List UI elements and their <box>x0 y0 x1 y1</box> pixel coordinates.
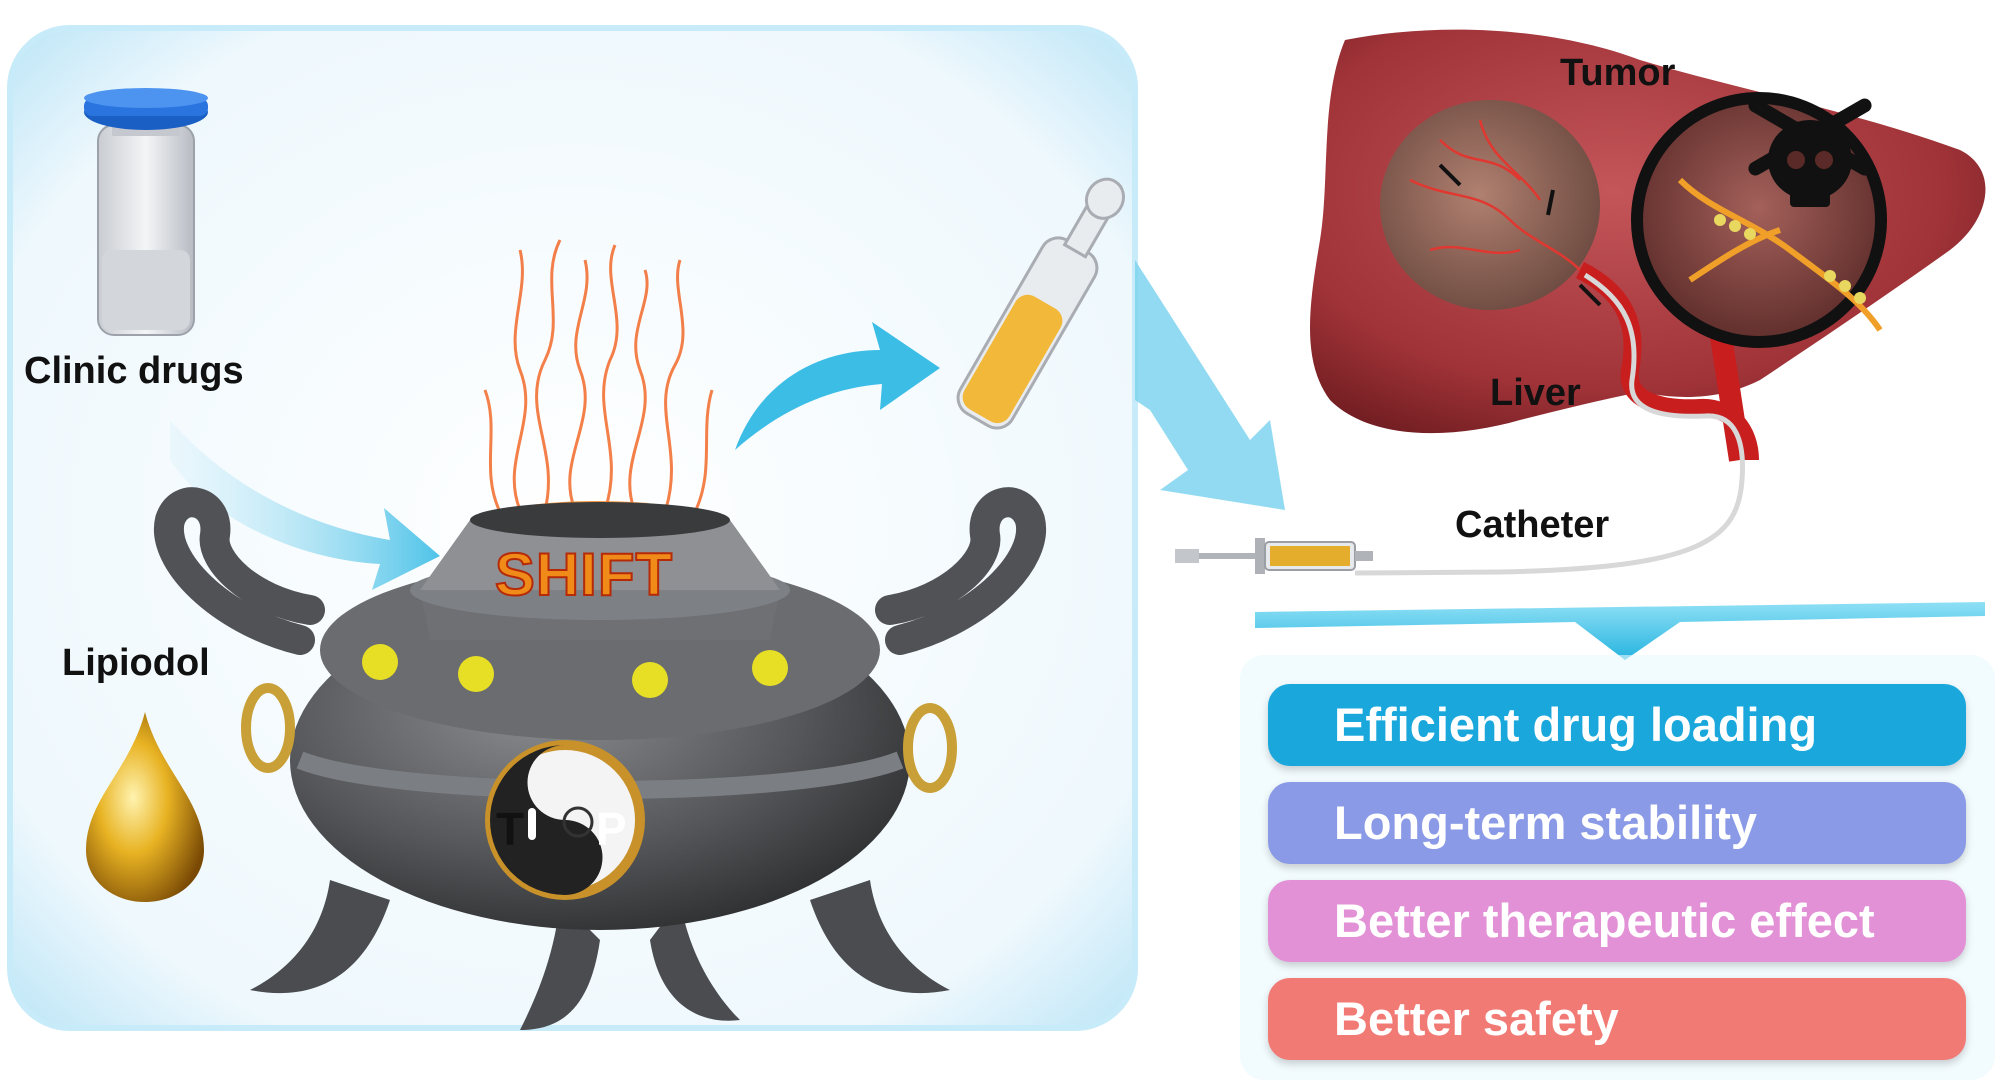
ampoule-icon <box>956 177 1126 430</box>
syringe-icon <box>1175 538 1373 574</box>
benefits-header-bar <box>1255 602 1985 660</box>
magnified-tumor <box>1631 92 1887 348</box>
delivery-arrow <box>1135 260 1285 510</box>
flame-icon <box>483 239 714 513</box>
badge-letter-p: P <box>596 803 627 855</box>
vial-icon <box>84 88 208 336</box>
lipiodol-label: Lipiodol <box>62 642 210 684</box>
skull-icon <box>1748 98 1872 207</box>
tumor-label: Tumor <box>1560 52 1676 94</box>
badge-letter-t: T <box>496 803 525 855</box>
benefit-long-term-stability: Long-term stability <box>1268 782 1966 864</box>
liver-icon <box>1310 29 1986 576</box>
oil-drop-icon <box>86 712 204 902</box>
clinic-drugs-label: Clinic drugs <box>24 350 244 392</box>
gauge-icon <box>562 806 594 838</box>
benefit-better-therapeutic-effect: Better therapeutic effect <box>1268 880 1966 962</box>
pot-icon <box>153 487 1047 1030</box>
benefit-better-safety: Better safety <box>1268 978 1966 1060</box>
input-arrow <box>170 420 440 590</box>
output-arrow <box>735 322 940 450</box>
liver-label: Liver <box>1490 372 1581 414</box>
catheter-label: Catheter <box>1455 504 1610 546</box>
shift-label: SHIFT <box>494 540 674 609</box>
thermometer-icon <box>528 808 536 840</box>
benefit-efficient-drug-loading: Efficient drug loading <box>1268 684 1966 766</box>
